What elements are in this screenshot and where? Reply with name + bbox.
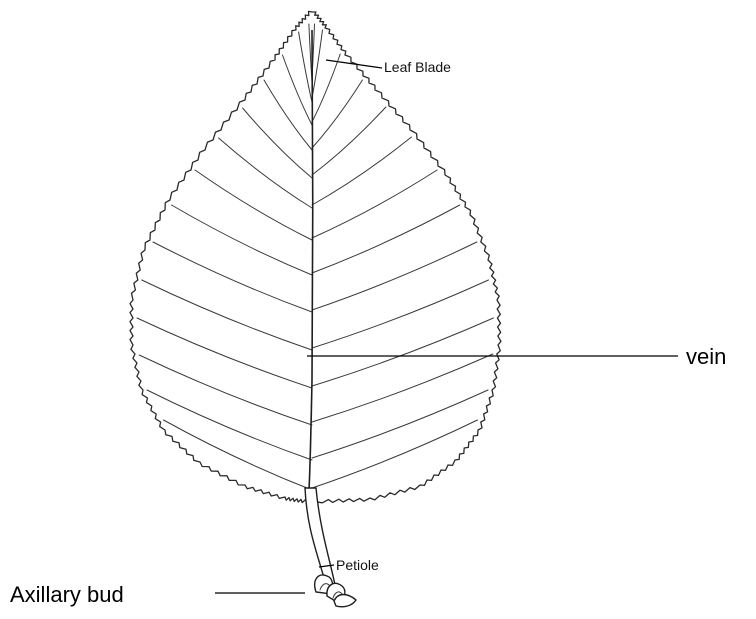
- axillary-bud-label: Axillary bud: [10, 582, 124, 607]
- leaf-blade-label: Leaf Blade: [384, 59, 451, 75]
- petiole-label: Petiole: [336, 557, 379, 573]
- axillary-bud-shape: [315, 575, 356, 607]
- vein-label: vein: [686, 344, 726, 369]
